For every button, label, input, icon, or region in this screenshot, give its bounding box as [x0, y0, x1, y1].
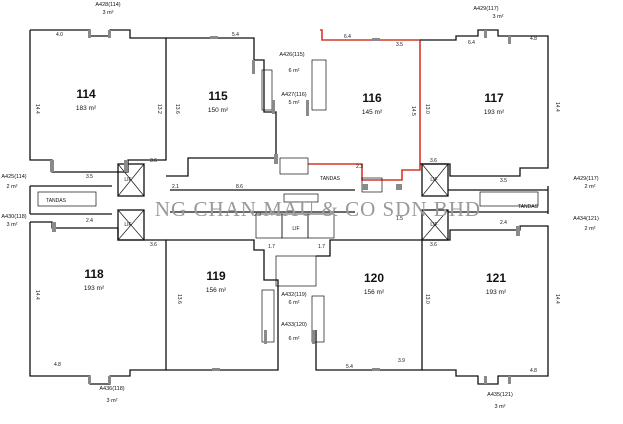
dim-121-bot: 4.8 — [530, 368, 537, 374]
unit-114-area: 183 m² — [76, 105, 97, 112]
dim-mid-1: 3.6 — [150, 158, 157, 164]
unit-116-outline — [308, 29, 421, 181]
unit-121-area: 193 m² — [486, 289, 507, 296]
unit-114-label: 114 — [76, 87, 96, 101]
acc-a429-code: A429(117) — [473, 6, 498, 12]
acc-a436-code: A436(118) — [99, 386, 124, 392]
dim-115-side: 13.6 — [174, 104, 180, 114]
dim-117-top: 6.4 — [468, 40, 475, 46]
dim-119-side: 13.6 — [176, 294, 182, 304]
unit-117-area: 193 m² — [484, 109, 505, 116]
acc-a434-code: A434(121) — [573, 216, 599, 222]
acc-a432-code: A432(119) — [281, 292, 306, 298]
acc-a435-area: 3 m² — [495, 404, 506, 410]
dim-mid-4: 3.6 — [430, 242, 437, 248]
lift-label-tl: LIF — [124, 177, 131, 183]
acc-a432-area: 6 m² — [289, 300, 300, 306]
dim-118-side: 14.4 — [34, 290, 40, 300]
watermark-text: NG CHAN MAU & CO SDN BHD — [155, 197, 481, 221]
dim-corr-4: 3.5 — [86, 174, 93, 180]
acc-a425-code: A425(114) — [1, 174, 26, 180]
acc-a428-area: 3 m² — [103, 10, 114, 16]
dim-corr-9: 1.7 — [318, 244, 325, 250]
acc-a429-area: 3 m² — [493, 14, 504, 20]
acc-a426-area: 6 m² — [289, 68, 300, 74]
acc-a429r-code: A429(117) — [573, 176, 598, 182]
dim-corr-6: 3.5 — [500, 178, 507, 184]
acc-a426-code: A426(115) — [279, 52, 304, 58]
unit-119-label: 119 — [206, 269, 226, 283]
dim-corr-5: 2.4 — [86, 218, 93, 224]
unit-115-area: 150 m² — [208, 107, 229, 114]
dim-corr-11: 2.3 — [254, 212, 261, 218]
acc-a425-area: 2 m² — [7, 184, 18, 190]
unit-115-label: 115 — [208, 89, 228, 103]
dim-116-b: 3.5 — [396, 42, 403, 48]
dim-121-side: 14.4 — [554, 294, 560, 304]
dim-114-side: 14.4 — [34, 104, 40, 114]
lift-label-bl: LIF — [124, 222, 131, 228]
dim-corr-2: 2.3 — [356, 164, 363, 170]
dim-116-top: 6.4 — [344, 34, 351, 40]
unit-116-label: 116 — [362, 91, 382, 105]
dim-117-corner: 4.8 — [530, 36, 537, 42]
dim-mid-3: 3.6 — [150, 242, 157, 248]
acc-a428-code: A428(114) — [95, 2, 120, 8]
dim-116-side2: 14.5 — [410, 106, 416, 116]
unit-121-label: 121 — [486, 271, 506, 285]
lift-label-tr: LIF — [430, 177, 437, 183]
acc-a427-area: 5 m² — [289, 100, 300, 106]
dim-117-side: 14.4 — [554, 102, 560, 112]
acc-a434-area: 2 m² — [585, 226, 596, 232]
acc-a427-code: A427(116) — [281, 92, 306, 98]
lift-label-br: LIF — [430, 222, 437, 228]
room-tags: TANDAS TANDAS TANDAS LIF LIF LIF LIF LIF — [46, 176, 539, 232]
dim-114-inner: 13.2 — [156, 104, 162, 114]
lift-label-mid: LIF — [292, 226, 299, 232]
acc-a430-code: A430(118) — [1, 214, 26, 220]
dim-115-top: 5.4 — [232, 32, 239, 38]
dim-114-top: 4.0 — [56, 32, 63, 38]
dim-corr-3: 2.1 — [172, 184, 179, 190]
dim-118-bot: 4.8 — [54, 362, 61, 368]
unit-labels: 114 183 m² 115 150 m² 116 145 m² 117 193… — [76, 87, 507, 296]
dim-120-side: 13.0 — [424, 294, 430, 304]
dim-corr-8: 1.7 — [268, 244, 275, 250]
acc-a430-area: 3 m² — [7, 222, 18, 228]
tandas-left-label: TANDAS — [46, 198, 67, 204]
dim-116-side: 13.0 — [424, 104, 430, 114]
dim-120-c: 3.9 — [398, 358, 405, 364]
unit-120-label: 120 — [364, 271, 384, 285]
unit-119-area: 156 m² — [206, 287, 227, 294]
unit-118-area: 193 m² — [84, 285, 105, 292]
acc-a435-code: A435(121) — [487, 392, 513, 398]
dim-120-bot: 5.4 — [346, 364, 353, 370]
wall-hatching — [50, 30, 520, 384]
acc-a429r-area: 2 m² — [585, 184, 596, 190]
dimension-labels: 4.0 14.4 13.2 5.4 13.6 6.4 3.5 13.0 14.5… — [34, 32, 560, 374]
tandas-right-label: TANDAS — [518, 204, 539, 210]
tandas-mid-label: TANDAS — [320, 176, 341, 182]
dim-mid-2: 3.6 — [430, 158, 437, 164]
dim-corr-7: 2.4 — [500, 220, 507, 226]
dim-corr-10: 1.5 — [396, 216, 403, 222]
unit-117-label: 117 — [484, 91, 504, 105]
corridor — [29, 163, 549, 241]
acc-a433-area: 6 m² — [289, 336, 300, 342]
acc-a436-area: 3 m² — [107, 398, 118, 404]
dim-corr-1: 8.6 — [236, 184, 243, 190]
unit-118-label: 118 — [84, 267, 104, 281]
unit-120-area: 156 m² — [364, 289, 385, 296]
acc-a433-code: A433(120) — [281, 322, 307, 328]
accessory-labels: A428(114) 3 m² A429(117) 3 m² A426(115) … — [1, 2, 599, 410]
unit-116-area: 145 m² — [362, 109, 383, 116]
